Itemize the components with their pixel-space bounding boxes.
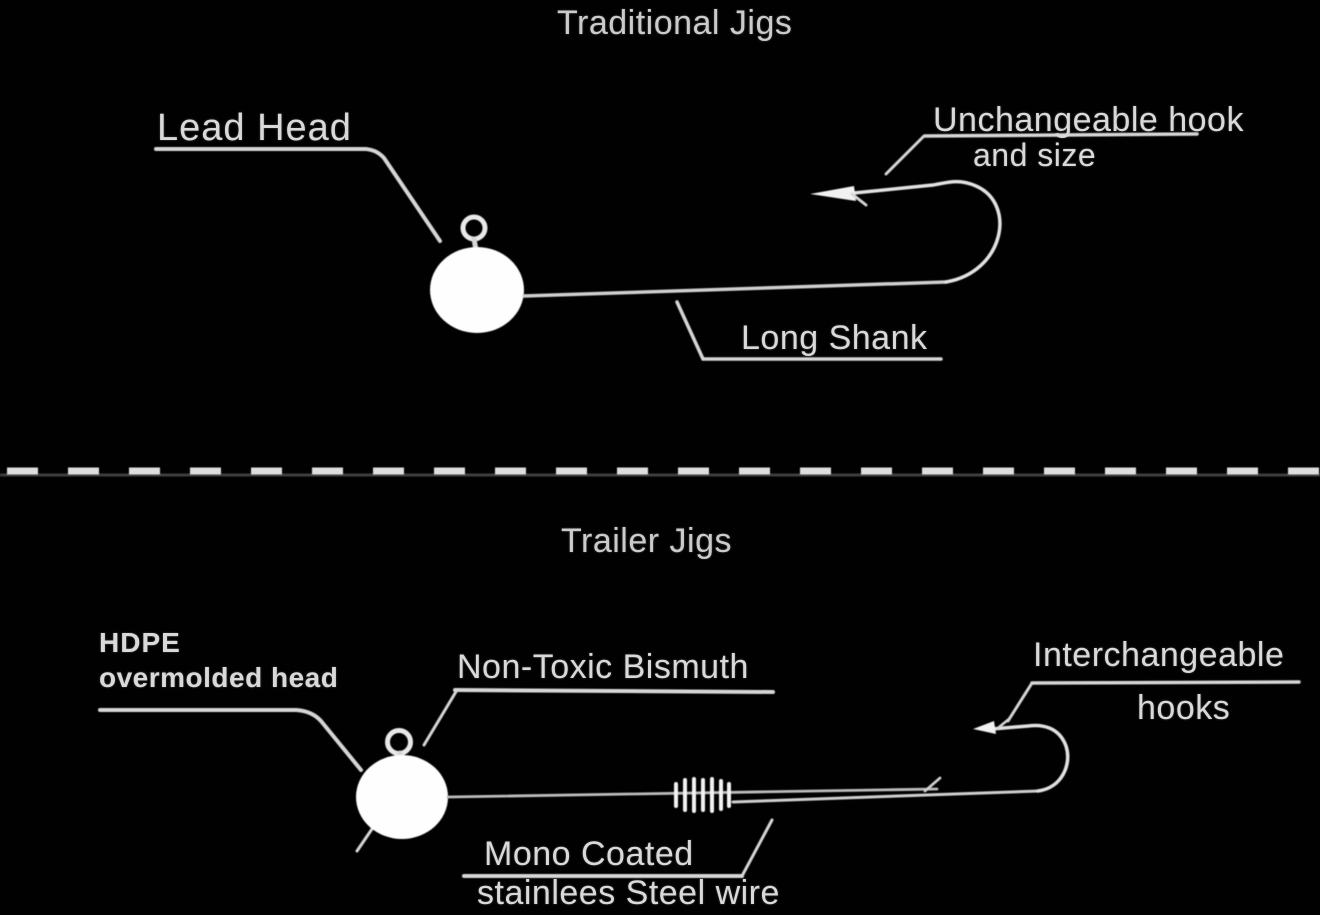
hook-barb [850,192,868,207]
lead-head-icon [430,247,524,333]
mono-coated-wire-label-line1: Mono Coated [484,835,694,873]
unchangeable-hook-label-line1: Unchangeable hook [933,101,1244,139]
lead-head-label: Lead Head [157,107,352,149]
wire-keeper-spring-icon [674,777,731,813]
long-shank-label: Long Shank [741,319,928,357]
interchangeable-label-underline [1030,680,1301,685]
interchangeable-hooks-label-line2: hooks [1137,689,1231,727]
bismuth-leader-line [422,688,459,747]
section-divider [0,467,1320,477]
jig-eye-ring-icon [460,214,488,242]
trailer-jig-drawing [98,680,1301,878]
bismuth-leader-continuation [355,824,376,853]
hdpe-head-label-line1: HDPE [99,627,181,658]
non-toxic-bismuth-label: Non-Toxic Bismuth [457,648,749,686]
trailer-section-title: Trailer Jigs [561,522,732,560]
overmolded-head-icon [356,755,448,839]
unchangeable-hook-label-line2: and size [973,137,1097,173]
hdpe-leader-line [98,708,363,772]
trailer-hook-bend [990,723,1070,793]
mono-coated-wire-label-line2: stainlees Steel wire [477,874,780,912]
long-shank-leader-line [675,300,943,361]
traditional-jig-drawing [154,132,1199,361]
interchangeable-leader-line [1006,681,1034,723]
bismuth-label-underline [453,688,775,694]
mono-leader-line [740,818,774,878]
hook-point [810,186,856,201]
unchangeable-label-underline [923,132,1199,138]
traditional-section-title: Traditional Jigs [557,4,793,42]
hdpe-head-label-line2: overmolded head [99,662,339,693]
interchangeable-hooks-label-line1: Interchangeable [1033,636,1285,674]
long-shank-line [522,280,948,298]
trailer-hook-shank [731,789,1040,804]
trailer-hook-point [973,721,996,734]
jig-eye-ring-icon [385,728,413,756]
lead-head-leader-line [154,147,442,243]
wire-end-barb [923,776,942,793]
unchangeable-leader-line [884,134,926,176]
hook-bend [852,179,1002,284]
